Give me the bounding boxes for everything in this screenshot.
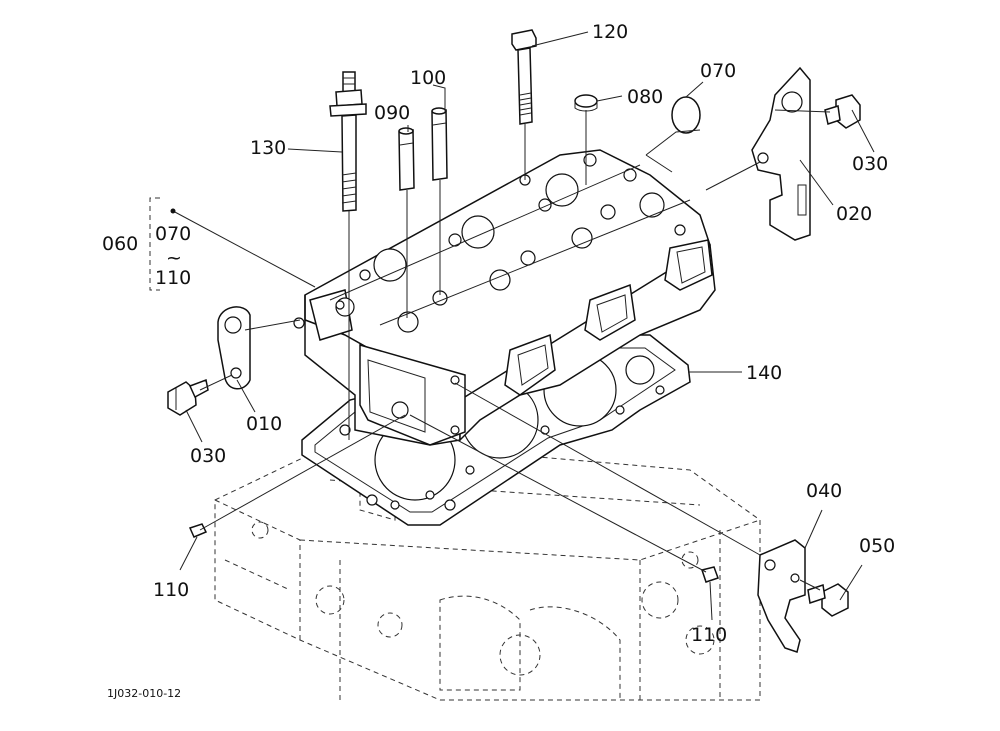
- leader-lines: [149, 31, 875, 621]
- label-110-left: 110: [153, 579, 189, 601]
- plug-cap-part-070: [671, 96, 701, 134]
- label-010: 010: [246, 413, 282, 435]
- label-090: 090: [374, 102, 410, 124]
- bolt-part-030-left: [167, 378, 209, 416]
- bolt-part-120: [511, 29, 537, 125]
- label-040: 040: [806, 480, 842, 502]
- label-020: 020: [836, 203, 872, 225]
- label-050: 050: [859, 535, 895, 557]
- plug-part-110-left: [188, 523, 208, 538]
- figure-code: 1J032-010-12: [107, 687, 181, 700]
- head-gasket-part-140: [301, 334, 691, 526]
- part-labels: 120 100 090 080 070 130 060 070 ~ 110 03…: [102, 21, 895, 700]
- label-080: 080: [627, 86, 663, 108]
- label-060-range-start: 070: [155, 223, 191, 245]
- label-100: 100: [410, 67, 446, 89]
- label-060-range-sep: ~: [166, 247, 182, 269]
- valve-guide-part-100: [431, 107, 448, 181]
- label-130: 130: [250, 137, 286, 159]
- cylinder-head: [293, 149, 716, 446]
- label-120: 120: [592, 21, 628, 43]
- label-030-left: 030: [190, 445, 226, 467]
- label-030-right: 030: [852, 153, 888, 175]
- label-060-range-end: 110: [155, 267, 191, 289]
- plug-part-110-right: [701, 566, 719, 583]
- hook-bracket-part-020: [751, 66, 811, 241]
- label-110-right: 110: [691, 624, 727, 646]
- label-140: 140: [746, 362, 782, 384]
- ring-part-080: [574, 94, 598, 112]
- valve-guide-part-090: [398, 127, 415, 191]
- hook-bracket-part-010: [217, 306, 251, 390]
- bracket-part-040: [757, 539, 806, 653]
- bolt-part-030-right: [824, 94, 861, 129]
- stud-part-130: [329, 71, 367, 212]
- bolt-part-050: [807, 583, 849, 617]
- label-070: 070: [700, 60, 736, 82]
- label-060: 060: [102, 233, 138, 255]
- engine-block-outline: [214, 439, 761, 701]
